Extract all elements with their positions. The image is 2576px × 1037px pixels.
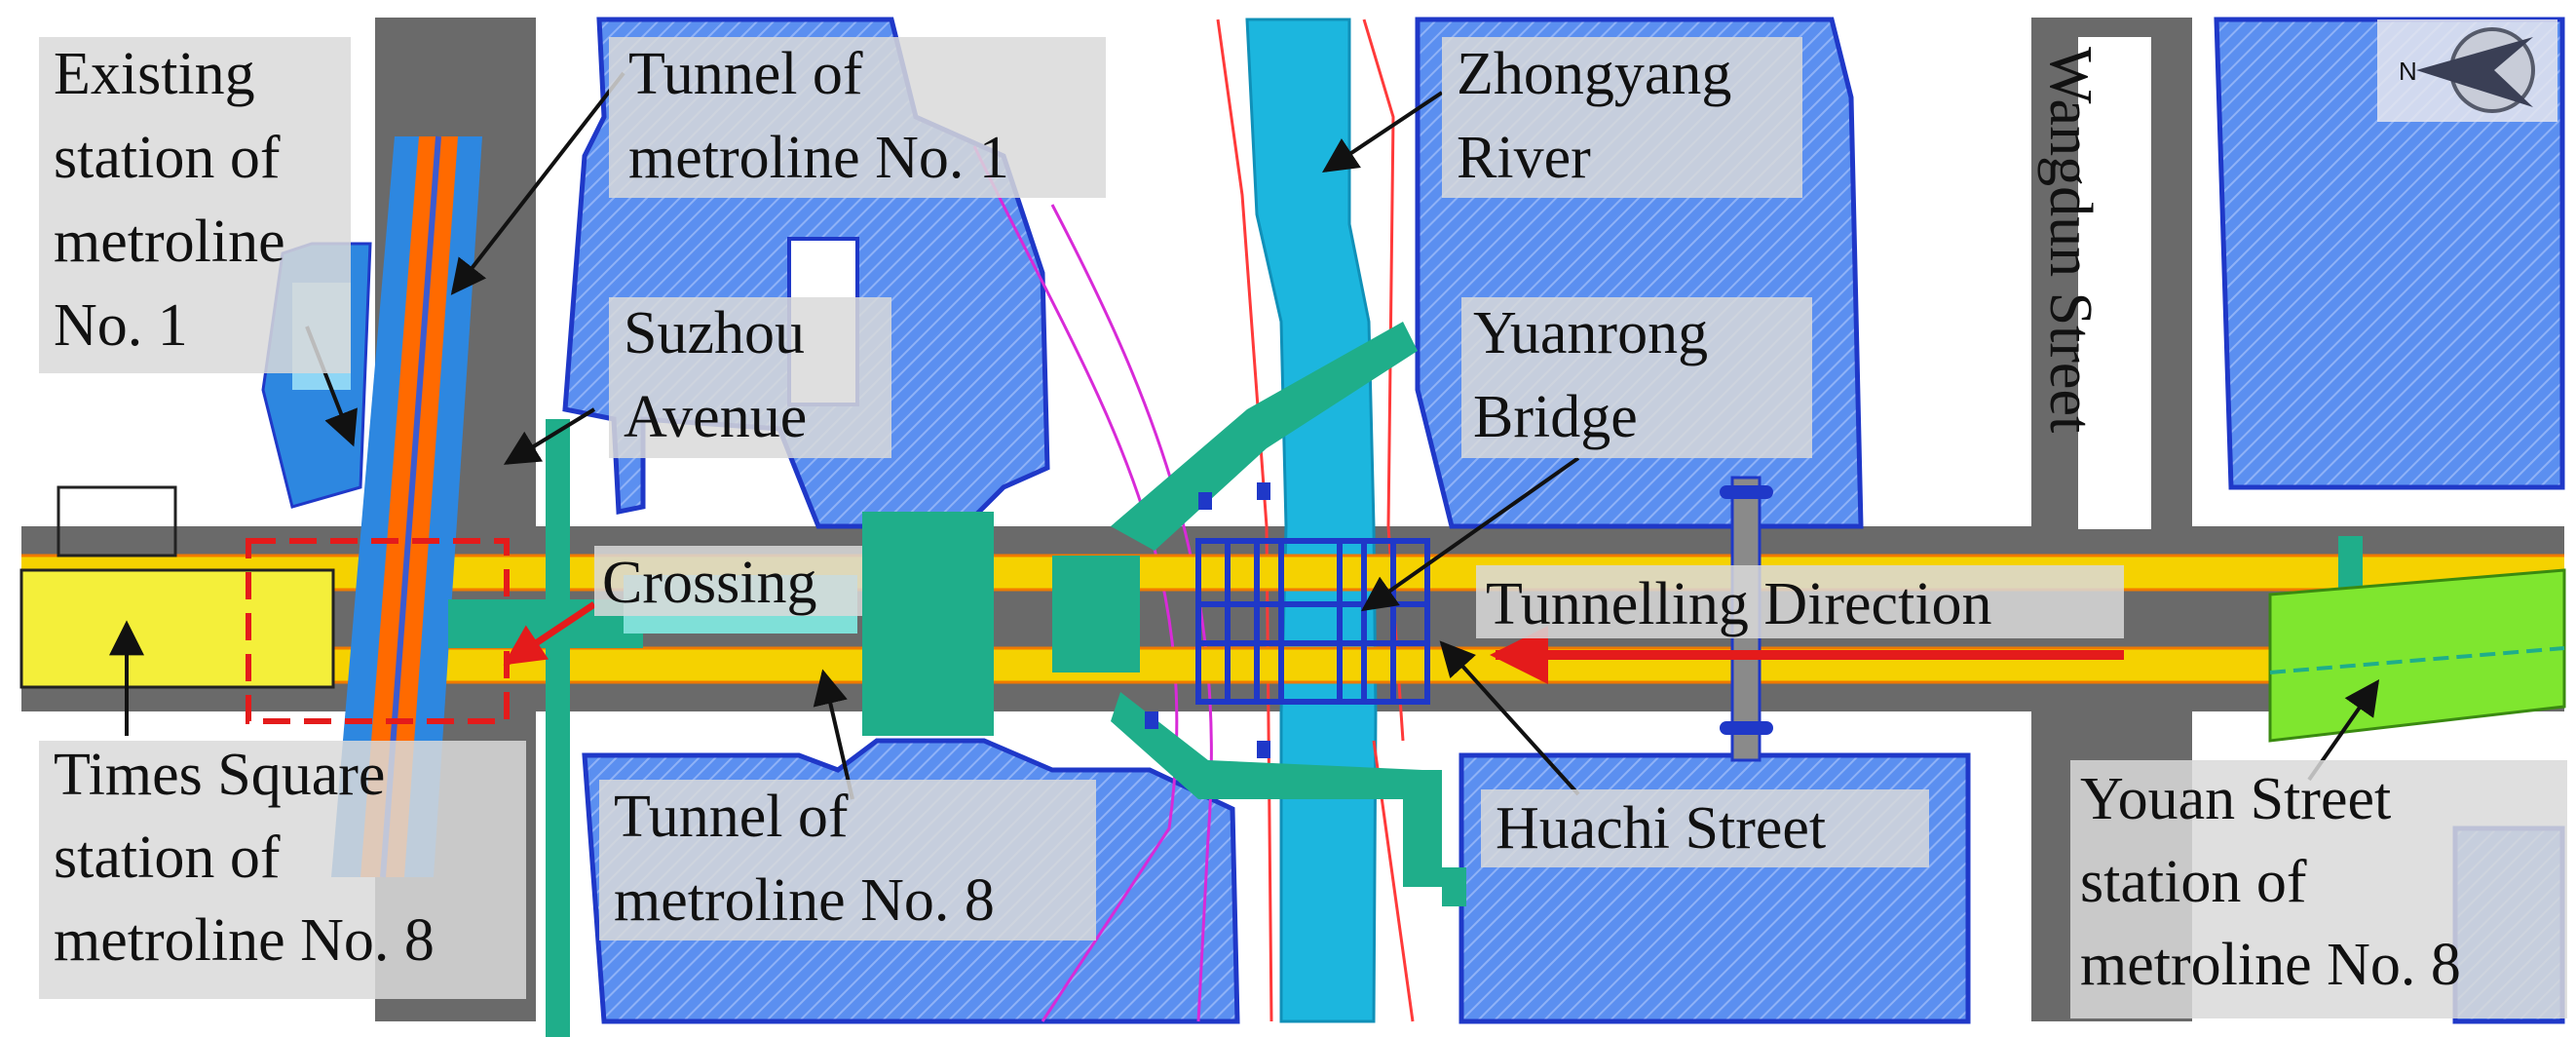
label-tunnel-line-8: Tunnel of metroline No. 8 bbox=[599, 780, 1096, 941]
label-line: station of bbox=[2080, 849, 2307, 915]
svg-text:Bridge: Bridge bbox=[1473, 384, 1638, 450]
label-yuanrong-bridge: Yuanrong Bridge bbox=[1461, 297, 1812, 458]
label-zhongyang-river: Zhongyang River bbox=[1442, 37, 1802, 198]
svg-text:Existing: Existing bbox=[54, 41, 255, 107]
label-youan-station: Youan Street station of metroline No. 8 bbox=[2070, 760, 2567, 1018]
crossing-arrow bbox=[503, 601, 596, 666]
label-line: metroline No. 1 bbox=[628, 125, 1009, 191]
svg-text:Suzhou: Suzhou bbox=[624, 300, 805, 366]
label-line: Huachi Street bbox=[1496, 795, 1826, 862]
label-line: Crossing bbox=[602, 550, 816, 616]
svg-text:Zhongyang: Zhongyang bbox=[1457, 41, 1731, 107]
svg-text:station of: station of bbox=[54, 825, 281, 891]
bridge-piers bbox=[1145, 482, 1270, 758]
label-line: Suzhou bbox=[624, 300, 805, 366]
youan-station bbox=[2268, 568, 2566, 743]
label-line: Existing bbox=[54, 41, 255, 107]
label-line: Times Square bbox=[54, 742, 385, 808]
label-line: Tunnelling Direction bbox=[1486, 571, 1992, 637]
label-huachi-street: Huachi Street bbox=[1481, 789, 1929, 867]
label-suzhou-avenue: Suzhou Avenue bbox=[609, 297, 891, 458]
label-line: metroline bbox=[54, 209, 285, 275]
svg-text:Youan Street: Youan Street bbox=[2080, 766, 2391, 832]
label-wangdun-street: Wangdun Street bbox=[2037, 37, 2151, 529]
svg-text:No. 1: No. 1 bbox=[54, 292, 188, 359]
svg-text:River: River bbox=[1457, 125, 1591, 191]
label-line: No. 1 bbox=[54, 292, 188, 359]
label-existing-station: Existing station of metroline No. 1 bbox=[39, 37, 351, 373]
times-square-station-box bbox=[19, 568, 335, 689]
svg-text:metroline No. 8: metroline No. 8 bbox=[54, 907, 435, 974]
label-line: Wangdun Street bbox=[2037, 47, 2103, 433]
north-arrow-icon: N bbox=[2377, 19, 2557, 122]
label-line: River bbox=[1457, 125, 1591, 191]
svg-text:Avenue: Avenue bbox=[624, 384, 807, 450]
label-tunnel-line-1: Tunnel of metroline No. 1 bbox=[609, 37, 1106, 198]
label-line: Youan Street bbox=[2080, 766, 2391, 832]
label-line: station of bbox=[54, 825, 281, 891]
svg-text:Times Square: Times Square bbox=[54, 742, 385, 808]
label-line: Bridge bbox=[1473, 384, 1638, 450]
svg-text:metroline No. 8: metroline No. 8 bbox=[2080, 932, 2461, 998]
label-line: Yuanrong bbox=[1473, 300, 1708, 366]
youan-axis bbox=[2269, 646, 2565, 674]
svg-text:Tunnel of: Tunnel of bbox=[614, 784, 849, 850]
svg-text:metroline No. 1: metroline No. 1 bbox=[628, 125, 1009, 191]
label-line: Tunnel of bbox=[614, 784, 849, 850]
label-line: Tunnel of bbox=[628, 41, 863, 107]
label-crossing: Crossing bbox=[594, 546, 862, 616]
label-line: Zhongyang bbox=[1457, 41, 1731, 107]
svg-text:station of: station of bbox=[54, 125, 281, 191]
svg-text:Yuanrong: Yuanrong bbox=[1473, 300, 1708, 366]
label-tunnelling-direction: Tunnelling Direction bbox=[1476, 565, 2124, 638]
compass-letter: N bbox=[2399, 57, 2417, 86]
label-line: station of bbox=[54, 125, 281, 191]
label-times-square-station: Times Square station of metroline No. 8 bbox=[39, 741, 526, 999]
label-line: metroline No. 8 bbox=[614, 867, 995, 934]
label-line: metroline No. 8 bbox=[2080, 932, 2461, 998]
label-line: metroline No. 8 bbox=[54, 907, 435, 974]
label-line: Avenue bbox=[624, 384, 807, 450]
svg-text:station of: station of bbox=[2080, 849, 2307, 915]
metroline-1-structure bbox=[261, 135, 482, 878]
svg-text:Tunnel of: Tunnel of bbox=[628, 41, 863, 107]
times-square-station-outline bbox=[57, 485, 177, 557]
svg-text:metroline No. 8: metroline No. 8 bbox=[614, 867, 995, 934]
svg-text:metroline: metroline bbox=[54, 209, 285, 275]
